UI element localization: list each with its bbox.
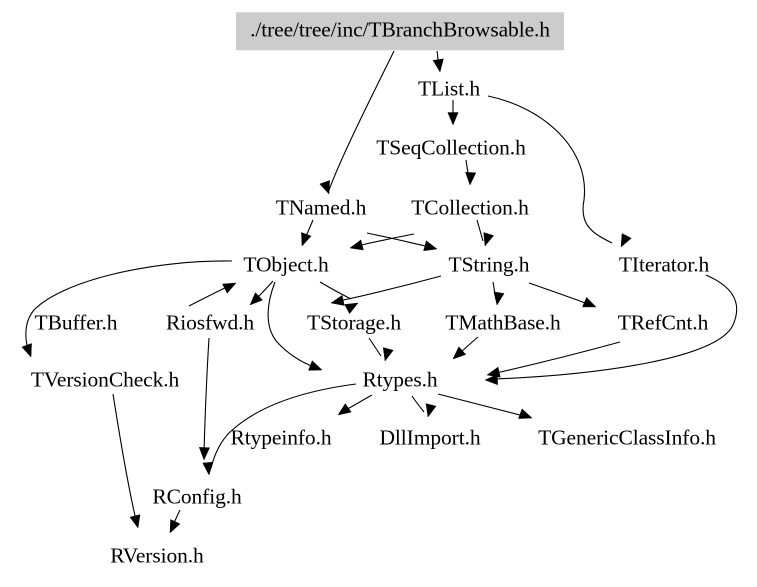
arrow-head-icon [425, 403, 437, 418]
arrow-head-icon [198, 447, 210, 461]
arrow-head-icon [432, 58, 444, 73]
graph-edge-tlist-tseqcollection [447, 100, 459, 126]
graph-node-rtypeinfo[interactable]: Rtypeinfo.h [230, 425, 332, 450]
graph-edge-tnamed-tobject [301, 219, 314, 247]
arrow-head-icon [486, 366, 501, 378]
edges-group [21, 50, 738, 534]
graph-edge-tobject-rtypes [267, 281, 323, 371]
arrow-head-icon [319, 180, 330, 195]
arrow-head-icon [484, 374, 498, 386]
graph-node-tversioncheck[interactable]: TVersionCheck.h [30, 367, 180, 392]
graph-edge-root-tlist [432, 50, 444, 73]
arrow-head-icon [620, 233, 632, 248]
graph-node-titerator[interactable]: TIterator.h [618, 252, 710, 277]
arrow-head-icon [337, 403, 352, 416]
graph-node-tobject[interactable]: TObject.h [243, 252, 329, 277]
arrow-head-icon [483, 232, 494, 247]
graph-node-tnamed[interactable]: TNamed.h [275, 195, 367, 220]
arrow-head-icon [222, 282, 237, 294]
arrow-head-icon [249, 292, 263, 306]
graph-edge-root-tnamed [319, 50, 395, 195]
graph-edge-riosfwd-tobject [188, 282, 237, 307]
graph-edge-tstring-trefcnt [528, 282, 597, 308]
graph-edge-tversioncheck-rversion [112, 393, 141, 529]
graph-node-riosfwd[interactable]: Riosfwd.h [165, 310, 255, 335]
graph-node-tmathbase[interactable]: TMathBase.h [445, 310, 561, 335]
arrow-head-icon [423, 240, 438, 252]
arrow-head-icon [465, 172, 477, 186]
arrow-head-icon [129, 514, 141, 529]
graph-edge-tnamed-tstring [366, 232, 438, 252]
arrow-head-icon [518, 408, 533, 419]
graph-edge-rtypes-rconfig [202, 383, 357, 476]
arrow-head-icon [382, 347, 394, 362]
graph-edge-tobject-riosfwd [249, 280, 274, 306]
arrow-head-icon [452, 346, 467, 360]
graph-node-tcollection[interactable]: TCollection.h [411, 195, 529, 220]
graph-node-rtypes[interactable]: Rtypes.h [362, 367, 438, 392]
graph-edge-tstring-tmathbase [492, 281, 505, 306]
graph-edge-rtypes-dllimport [411, 395, 437, 418]
graph-edge-tlist-titerator [487, 95, 632, 248]
graph-edge-tcollection-tobject [349, 233, 415, 251]
arrow-head-icon [582, 296, 597, 308]
graph-edge-titerator-rtypes [484, 274, 738, 386]
arrow-head-icon [493, 291, 505, 306]
graph-edge-tobject-tstorage [319, 281, 359, 314]
graph-node-tbuffer[interactable]: TBuffer.h [34, 310, 118, 335]
graph-node-dllimport[interactable]: DllImport.h [379, 425, 481, 450]
graph-node-tstring[interactable]: TString.h [448, 252, 530, 277]
graph-edge-tmathbase-rtypes [452, 336, 479, 360]
graph-edge-rtypes-tgeneric [437, 393, 533, 419]
arrow-head-icon [169, 519, 181, 534]
graph-node-trefcnt[interactable]: TRefCnt.h [617, 310, 709, 335]
arrow-head-icon [447, 112, 459, 126]
arrow-head-icon [330, 294, 345, 306]
graph-node-rversion[interactable]: RVersion.h [110, 543, 204, 568]
graph-node-root[interactable]: ./tree/tree/inc/TBranchBrowsable.h [236, 12, 564, 50]
graph-edge-rtypes-rtypeinfo [337, 394, 373, 416]
graph-edge-tseq-tcollection [465, 159, 477, 186]
graph-edge-rconfig-rversion [169, 509, 181, 534]
graph-edge-tstorage-rtypes [368, 337, 394, 362]
graph-node-tgenericclassinfo[interactable]: TGenericClassInfo.h [538, 425, 716, 450]
graph-edge-tobject-tversioncheck [21, 260, 233, 358]
graph-node-tstorage[interactable]: TStorage.h [307, 310, 401, 335]
arrow-head-icon [308, 360, 323, 371]
graph-edge-tcollection-tstring [476, 219, 494, 247]
arrow-head-icon [349, 239, 364, 251]
graph-node-tseqcollection[interactable]: TSeqCollection.h [376, 135, 526, 160]
graph-node-rconfig[interactable]: RConfig.h [152, 484, 242, 509]
graph-edge-riosfwd-rconfig [198, 337, 210, 461]
graph-edge-trefcnt-rtypes [486, 341, 621, 378]
graph-edge-tstring-tobject [330, 275, 442, 306]
arrow-head-icon [301, 232, 312, 247]
arrow-head-icon [202, 461, 214, 476]
graph-node-tlist[interactable]: TList.h [417, 76, 481, 101]
arrow-head-icon [21, 343, 32, 358]
arrow-head-icon [344, 302, 359, 314]
